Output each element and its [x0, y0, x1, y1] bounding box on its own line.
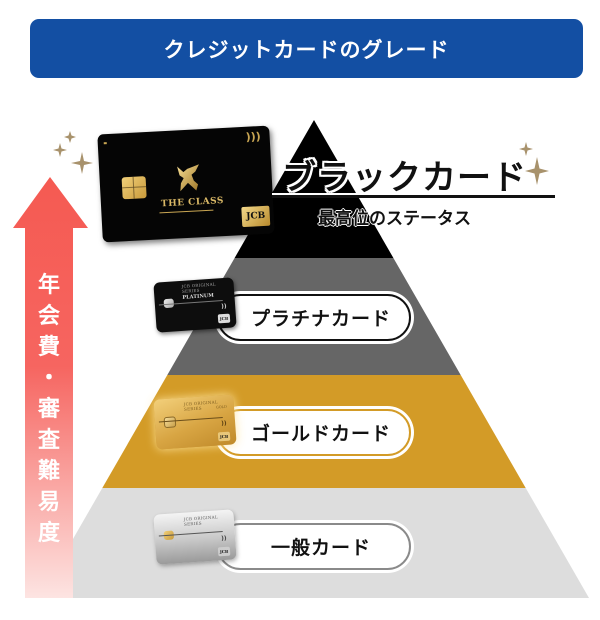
card-brand-text: THE CLASS	[160, 196, 225, 210]
card-tier-text: GOLD	[215, 404, 227, 410]
contactless-icon: ))	[220, 534, 227, 543]
black-card-underline	[272, 195, 555, 198]
arrow-label-char: 年	[37, 273, 60, 298]
sparkle-icon	[53, 143, 67, 157]
contactless-icon: )))	[245, 130, 262, 144]
page-title: クレジットカードのグレード	[163, 37, 450, 62]
jcb-logo: JCB	[217, 313, 231, 324]
jcb-logo: JCB	[241, 205, 271, 228]
arrow-label-char: 度	[37, 521, 60, 546]
jcb-logo: JCB	[217, 546, 231, 557]
arrow-label: 年 会 費 ・ 審 査 難 易 度	[25, 270, 73, 549]
arrow-label-char: 査	[37, 428, 60, 453]
jcb-logo: JCB	[217, 431, 231, 442]
arrow-label-char: 審	[37, 397, 60, 422]
gold-card-label: ゴールドカード	[217, 409, 411, 456]
arrow-label-char: 費	[37, 335, 60, 360]
gold-label-text: ゴールドカード	[250, 423, 391, 445]
card-tier-text: PLATINUM	[182, 292, 215, 301]
sparkle-icon	[71, 152, 93, 174]
sparkle-icon	[519, 142, 533, 156]
general-label-text: 一般カード	[270, 537, 371, 559]
arrow-label-char: 難	[37, 459, 60, 484]
general-card-image: JCB ORIGINAL SERIES )) JCB	[153, 509, 237, 565]
gold-card-image: JCB ORIGINAL SERIES GOLD )) JCB	[153, 394, 237, 450]
general-card-label: 一般カード	[217, 523, 411, 570]
platinum-card-image: JCB ORIGINAL SERIES PLATINUM )) JCB	[153, 277, 237, 333]
platinum-label-text: プラチナカード	[250, 308, 391, 330]
chip-icon	[121, 176, 147, 200]
chip-icon	[163, 416, 177, 429]
black-card-subtitle: 最高位のステータス	[318, 209, 471, 229]
contactless-icon: ))	[220, 302, 227, 311]
arrow-label-char: ・	[37, 366, 60, 391]
sparkle-icon	[64, 131, 76, 143]
platinum-card-label: プラチナカード	[217, 294, 411, 341]
arrow-label-char: 易	[37, 490, 60, 515]
card-series-text: JCB ORIGINAL SERIES	[181, 281, 216, 294]
pegasus-emblem-icon	[177, 164, 199, 192]
black-card-title: ブラックカード	[282, 158, 527, 198]
pyramid-tier-black	[234, 120, 394, 258]
header-banner: クレジットカードのグレード	[30, 19, 583, 78]
card-series-text: JCB ORIGINAL SERIES	[183, 514, 218, 527]
contactless-icon: ))	[220, 419, 227, 428]
arrow-label-char: 会	[37, 304, 60, 329]
black-card-image: ))) THE CLASS JCB	[97, 125, 275, 243]
sparkle-icon	[525, 157, 549, 185]
